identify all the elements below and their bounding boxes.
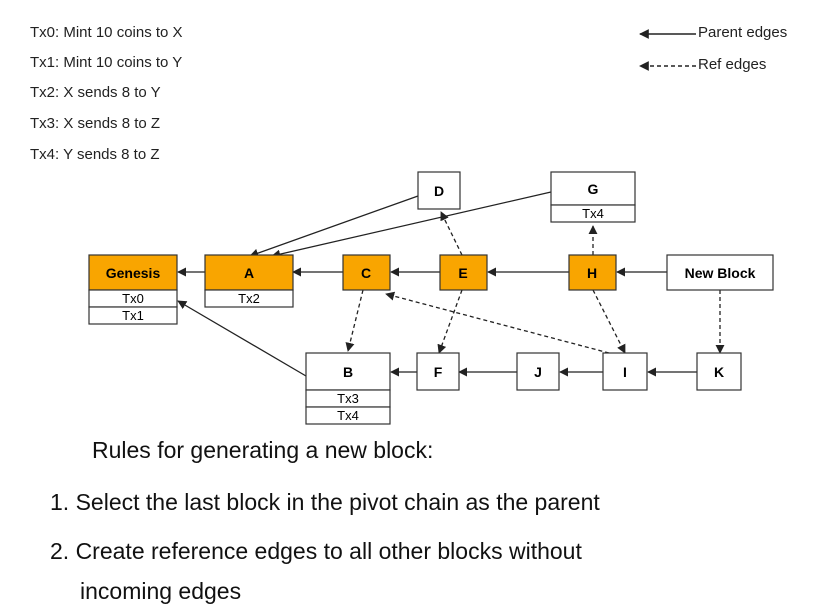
block-h: H xyxy=(568,254,617,291)
edge-d-a xyxy=(249,195,419,258)
block-a-tx2: Tx2 xyxy=(238,291,260,306)
block-b-tx4: Tx4 xyxy=(337,408,359,423)
block-j: J xyxy=(516,352,560,391)
edge-g-a xyxy=(271,191,552,259)
block-f-label: F xyxy=(434,364,443,380)
tx-line-1: Tx1: Mint 10 coins to Y xyxy=(30,54,183,71)
block-new-label: New Block xyxy=(685,265,756,281)
block-d-label: D xyxy=(434,183,444,199)
block-f: F xyxy=(416,352,460,391)
block-e-label: E xyxy=(458,265,467,281)
block-genesis-tx1: Tx1 xyxy=(122,308,144,323)
block-g: G Tx4 xyxy=(550,171,636,223)
block-d: D xyxy=(417,171,461,210)
block-i-label: I xyxy=(623,364,627,380)
block-c-label: C xyxy=(361,265,371,281)
parent-edges xyxy=(177,191,697,377)
block-b: B Tx3 Tx4 xyxy=(305,352,391,425)
block-genesis-tx0: Tx0 xyxy=(122,291,144,306)
rules-title: Rules for generating a new block: xyxy=(92,437,434,463)
block-b-tx3: Tx3 xyxy=(337,391,359,406)
tx-line-0: Tx0: Mint 10 coins to X xyxy=(30,24,183,41)
rule-item-2-cont: incoming edges xyxy=(80,578,242,604)
ref-e-d xyxy=(440,211,463,256)
block-e: E xyxy=(439,254,488,291)
tx-line-3: Tx3: X sends 8 to Z xyxy=(30,115,161,132)
block-k-label: K xyxy=(714,364,724,380)
block-a-label: A xyxy=(244,265,254,281)
edge-b-genesis xyxy=(177,300,307,377)
tx-line-4: Tx4: Y sends 8 to Z xyxy=(30,146,160,163)
ref-h-i xyxy=(592,289,626,354)
block-genesis: Genesis Tx0 Tx1 xyxy=(88,254,178,325)
block-h-label: H xyxy=(587,265,597,281)
block-new: New Block xyxy=(666,254,774,291)
ref-e-f xyxy=(437,289,463,354)
block-genesis-label: Genesis xyxy=(106,265,161,281)
block-c: C xyxy=(342,254,391,291)
block-a: A Tx2 xyxy=(204,254,294,308)
tx-line-2: Tx2: X sends 8 to Y xyxy=(30,84,161,101)
block-k: K xyxy=(696,352,742,391)
block-g-label: G xyxy=(588,181,599,197)
ref-edges xyxy=(345,211,725,354)
block-b-label: B xyxy=(343,364,353,380)
legend-parent-label: Parent edges xyxy=(698,24,788,41)
rule-item-1: 1. Select the last block in the pivot ch… xyxy=(50,489,600,515)
rule-item-2: 2. Create reference edges to all other b… xyxy=(50,538,582,564)
block-g-tx4: Tx4 xyxy=(582,206,604,221)
block-i: I xyxy=(602,352,648,391)
block-j-label: J xyxy=(534,364,542,380)
ref-i-c xyxy=(385,291,610,354)
legend-ref-label: Ref edges xyxy=(698,56,767,73)
ref-c-b xyxy=(345,289,364,352)
